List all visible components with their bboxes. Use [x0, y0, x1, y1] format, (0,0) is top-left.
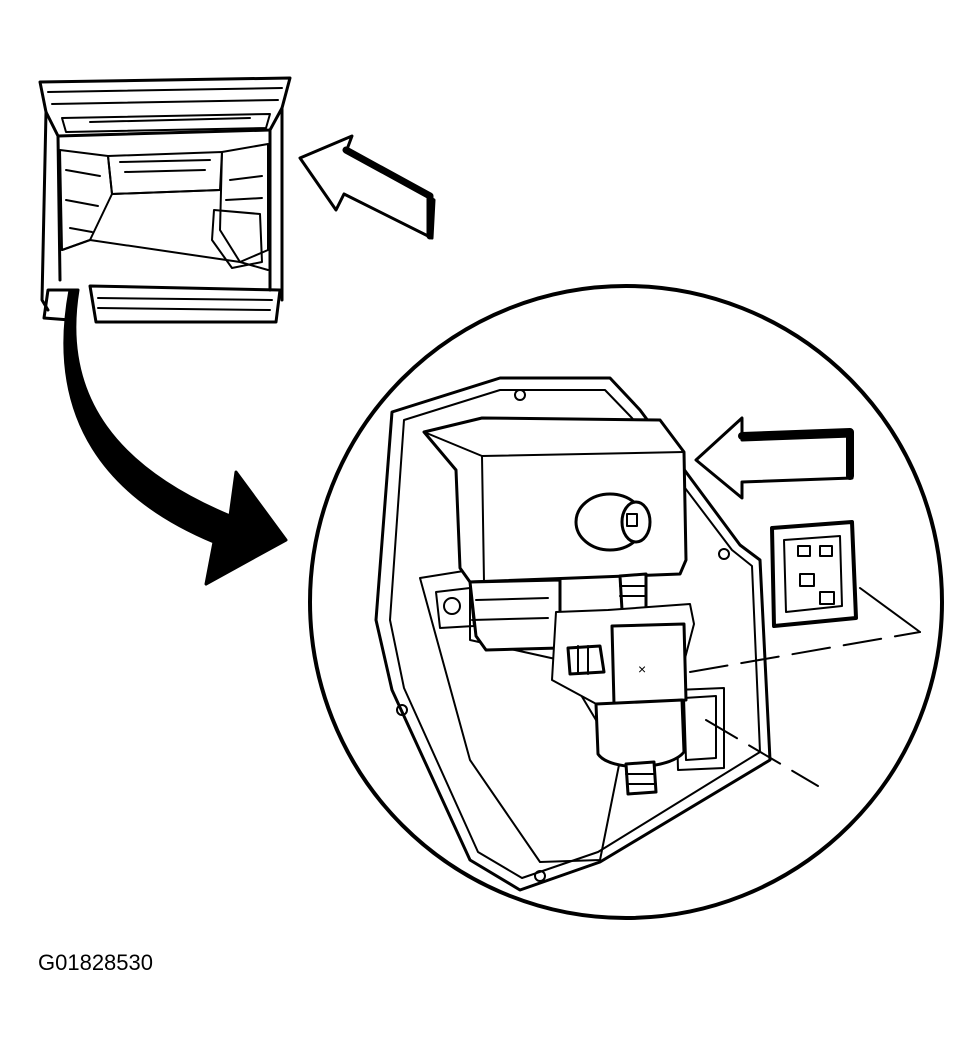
compressor-housing: [422, 416, 688, 652]
location-arrow: [298, 134, 436, 240]
detail-circle: [308, 284, 944, 920]
component-arrow: [694, 416, 854, 500]
figure-id-label: G01828530: [38, 950, 153, 975]
van-rear-view: [38, 76, 292, 324]
electrical-connector: [770, 520, 858, 628]
svg-text:×: ×: [638, 661, 646, 677]
solenoid-valve: ×: [551, 572, 695, 796]
callout-arrow: [63, 288, 288, 586]
leader-lines: [689, 587, 921, 787]
